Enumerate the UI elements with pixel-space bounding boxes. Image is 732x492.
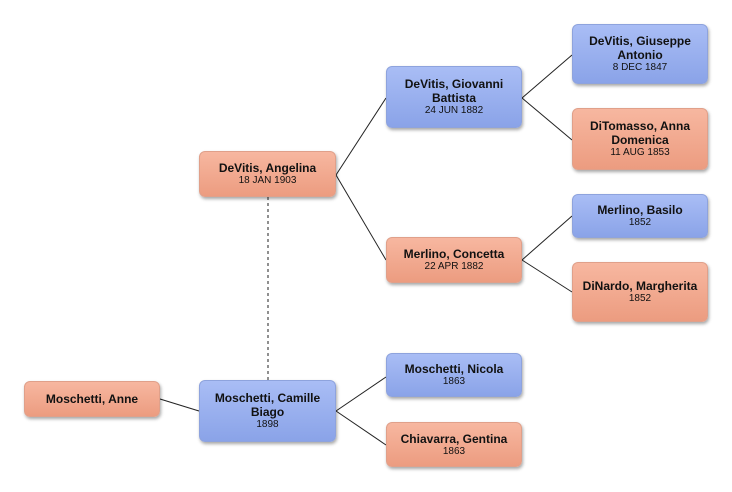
person-date: 24 JUN 1882 <box>424 105 484 116</box>
person-date: 22 APR 1882 <box>424 261 484 272</box>
person-name: DiTomasso, Anna Domenica <box>589 119 690 147</box>
person-node-margherita[interactable]: DiNardo, Margherita 1852 <box>572 262 708 322</box>
connector-camille-nicola <box>335 376 387 412</box>
person-name: DeVitis, Giuseppe Antonio <box>589 34 691 62</box>
person-date: 8 DEC 1847 <box>612 62 668 73</box>
person-date: 11 AUG 1853 <box>610 147 670 158</box>
connector-angelina-giovanni <box>335 97 387 176</box>
person-date: 1863 <box>442 445 466 457</box>
person-name: Moschetti, Camille Biago <box>214 391 321 419</box>
connector-anne-camille <box>159 398 200 412</box>
person-node-gentina[interactable]: Chiavarra, Gentina 1863 <box>386 422 522 467</box>
person-node-camille[interactable]: Moschetti, Camille Biago 1898 <box>199 380 336 442</box>
person-date: 1863 <box>442 376 466 387</box>
connector-giovanni-anna <box>521 97 573 141</box>
person-node-concetta[interactable]: Merlino, Concetta 22 APR 1882 <box>386 237 522 283</box>
person-node-giovanni[interactable]: DeVitis, Giovanni Battista 24 JUN 1882 <box>386 66 522 128</box>
person-name: Moschetti, Nicola <box>404 362 504 376</box>
person-date: 1852 <box>628 217 652 228</box>
person-name: Merlino, Concetta <box>403 247 505 261</box>
person-node-anne[interactable]: Moschetti, Anne <box>24 381 160 417</box>
connector-camille-gentina <box>335 410 387 446</box>
person-node-giuseppe[interactable]: DeVitis, Giuseppe Antonio 8 DEC 1847 <box>572 24 708 84</box>
person-name: Chiavarra, Gentina <box>400 431 508 446</box>
connector-angelina-concetta <box>335 174 387 261</box>
person-name: Moschetti, Anne <box>45 392 139 406</box>
connector-giovanni-giuseppe <box>521 54 573 99</box>
person-node-angelina[interactable]: DeVitis, Angelina 18 JAN 1903 <box>199 151 336 197</box>
connector-concetta-margherita <box>521 259 573 293</box>
person-name: DiNardo, Margherita <box>582 279 698 293</box>
person-date: 1852 <box>628 293 652 304</box>
person-date: 18 JAN 1903 <box>238 175 297 186</box>
connector-concetta-basilo <box>521 215 573 261</box>
person-date: 1898 <box>256 419 279 430</box>
person-node-basilo[interactable]: Merlino, Basilo 1852 <box>572 194 708 238</box>
person-node-anna[interactable]: DiTomasso, Anna Domenica 11 AUG 1853 <box>572 108 708 170</box>
person-name: DeVitis, Giovanni Battista <box>404 77 504 105</box>
person-name: DeVitis, Angelina <box>218 161 317 175</box>
person-name: Merlino, Basilo <box>597 203 683 217</box>
person-node-nicola[interactable]: Moschetti, Nicola 1863 <box>386 353 522 397</box>
